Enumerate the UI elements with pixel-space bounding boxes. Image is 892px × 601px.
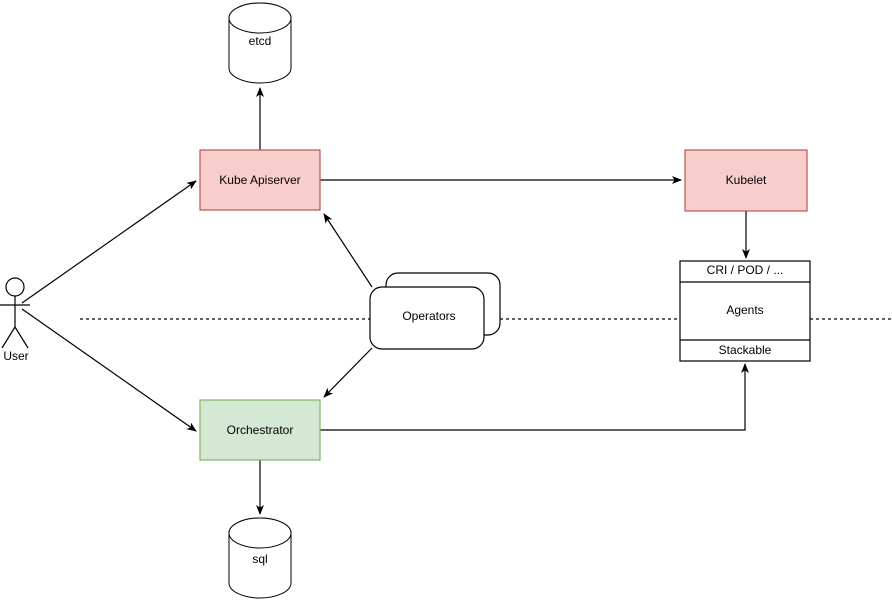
node-orchestrator[interactable]: Orchestrator	[199, 399, 321, 461]
agents-header-label: CRI / POD / ...	[707, 263, 784, 277]
edge-operators-to-kube-apiserver	[323, 213, 373, 288]
etcd-label: etcd	[249, 34, 272, 48]
operators-label: Operators	[402, 309, 455, 323]
edge-user-to-kube-apiserver	[21, 180, 197, 304]
node-operators[interactable]: Operators	[369, 272, 501, 350]
user-label: User	[3, 349, 28, 363]
kube-apiserver-label: Kube Apiserver	[219, 173, 300, 187]
node-user[interactable]: User	[0, 277, 30, 363]
agents-footer-label: Stackable	[719, 343, 772, 357]
agents-body-label: Agents	[726, 303, 763, 317]
node-agents[interactable]: CRI / POD / ... Agents Stackable	[679, 260, 811, 362]
edge-user-to-orchestrator	[21, 308, 197, 432]
edge-operators-to-orchestrator	[323, 347, 373, 398]
node-kube-apiserver[interactable]: Kube Apiserver	[199, 149, 321, 211]
edge-orchestrator-to-stackable	[320, 363, 749, 431]
node-kubelet[interactable]: Kubelet	[684, 149, 808, 212]
sql-label: sql	[252, 552, 267, 566]
kubelet-label: Kubelet	[726, 173, 767, 187]
node-sql[interactable]: sql	[228, 517, 292, 599]
orchestrator-label: Orchestrator	[227, 423, 294, 437]
node-etcd[interactable]: etcd	[228, 2, 292, 84]
